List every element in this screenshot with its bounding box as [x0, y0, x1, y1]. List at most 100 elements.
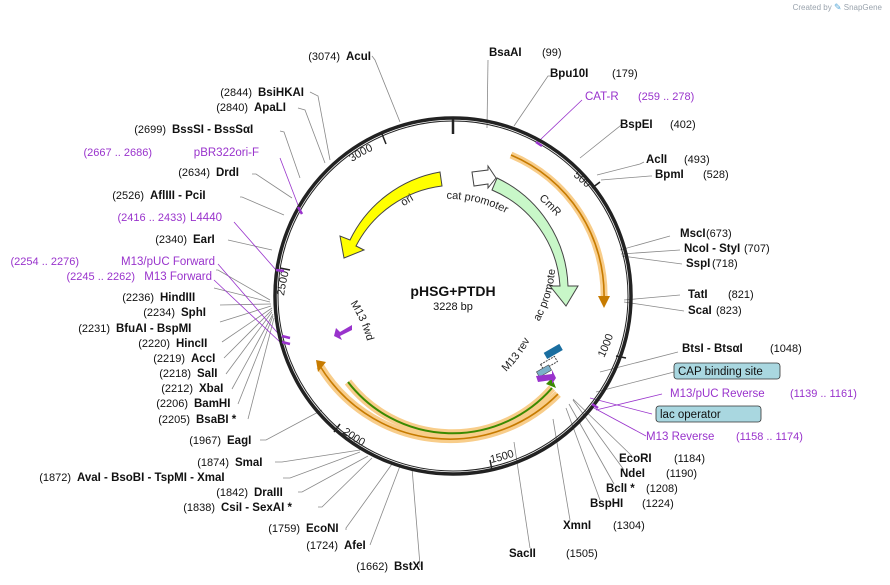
box-leader-lines [595, 371, 675, 393]
site-enzyme-name: HincII [176, 338, 207, 350]
primer-range: (2254 .. 2276) [11, 256, 80, 268]
orf-outer-arc [316, 363, 561, 444]
site-label: (1967)EagI [189, 435, 251, 447]
site-enzyme-name: SmaI [235, 457, 263, 469]
site-label: (1208)BclI * [606, 483, 678, 495]
site-position: (1662) [356, 561, 388, 573]
site-position: (1048) [770, 343, 802, 355]
site-position: (821) [728, 289, 754, 301]
cap-binding-site-box: CAP binding site [673, 362, 781, 380]
site-enzyme-name: MscI [680, 228, 706, 240]
site-enzyme-name: BpmI [655, 169, 684, 181]
site-position: (2634) [178, 167, 210, 179]
cap-site-glyph [543, 343, 563, 359]
site-enzyme-name: AcuI [346, 51, 371, 63]
site-position: (1304) [613, 520, 645, 532]
site-label: (1724)AfeI [306, 540, 366, 552]
site-label: (1304) XmnI [563, 520, 645, 532]
label-box [655, 405, 762, 423]
site-label: (493)AclI [646, 154, 710, 166]
primer-label: L4440(2416 .. 2433) [118, 212, 223, 224]
site-label: (1190)NdeI [620, 468, 697, 480]
orf-outer-line [319, 365, 559, 440]
lacz-arc [347, 381, 553, 435]
primer-label: M13 Forward(2245 .. 2262) [67, 271, 213, 283]
site-position: (2205) [158, 414, 190, 426]
site-position: (2206) [156, 398, 188, 410]
site-enzyme-name: DrdI [216, 167, 239, 179]
site-position: (2220) [138, 338, 170, 350]
site-label: (718)SspI [686, 258, 738, 270]
label-box [673, 362, 781, 380]
restriction-site-labels: (3074)AcuI(2844)BsiHKAI(2840)ApaLI(2699)… [39, 47, 802, 573]
site-enzyme-name: TatI [688, 289, 708, 301]
site-enzyme-name: SalI [197, 368, 217, 380]
site-position: (2219) [153, 353, 185, 365]
site-label: (2220) HincII [138, 338, 207, 350]
primer-label: M13 Reverse (1158 .. 1174) [646, 431, 803, 443]
site-enzyme-name: ScaI [688, 305, 712, 317]
primer-label: pBR322ori-F(2667 .. 2686) [84, 147, 260, 159]
snapgene-logo-icon: ✎ [833, 2, 842, 12]
tick-label-1000: 1000 [596, 332, 616, 359]
site-position: (528) [703, 169, 729, 181]
primer-name: M13 Reverse [646, 431, 714, 443]
site-position: (2212) [161, 383, 193, 395]
site-enzyme-name: XmnI [563, 520, 591, 532]
site-enzyme-name: AvaI - BsoBI - TspMI - XmaI [77, 472, 225, 484]
plasmid-name: pHSG+PTDH [410, 283, 495, 299]
site-label: (2844)BsiHKAI [220, 87, 304, 99]
site-label: (707)NcoI - StyI [684, 243, 770, 255]
site-position: (402) [670, 119, 696, 131]
orf-outer-arrowhead [316, 360, 326, 372]
primer-ticks [275, 140, 599, 410]
site-position: (2234) [143, 307, 175, 319]
site-label: (1662)BstXI [356, 561, 423, 573]
site-enzyme-name: AfeI [344, 540, 366, 552]
site-label: (2236)HindIII [122, 292, 195, 304]
site-label: (2634) DrdI [178, 167, 239, 179]
site-position: (1208) [646, 483, 678, 495]
site-position: (3074) [308, 51, 340, 63]
lac-operator-glyph [536, 364, 552, 378]
site-position: (1224) [642, 498, 674, 510]
site-label: (99) BsaAI [489, 47, 562, 59]
primer-label: M13/pUC Forward(2254 .. 2276) [11, 256, 216, 268]
site-position: (1190) [666, 468, 697, 480]
site-enzyme-name: BsaAI [489, 47, 522, 59]
site-enzyme-name: BsaBI * [196, 414, 237, 426]
site-position: (2340) [155, 234, 187, 246]
site-enzyme-name: BspEI [620, 119, 653, 131]
ori-feature-arrow [339, 171, 443, 259]
site-label: (1759)EcoNI [268, 523, 338, 535]
m13-fwd-label: M13 fwd [348, 299, 376, 342]
site-position: (179) [612, 68, 638, 80]
primer-label: M13/pUC Reverse (1139 .. 1161) [670, 388, 857, 400]
site-position: (99) [542, 47, 562, 59]
lac-promoter-glyph [539, 355, 559, 371]
site-enzyme-name: SacII [509, 548, 536, 560]
primer-name: M13/pUC Reverse [670, 388, 765, 400]
site-position: (2844) [220, 87, 252, 99]
site-enzyme-name: ApaLI [254, 102, 286, 114]
m13-rev-arrow [536, 370, 556, 384]
primer-name: L4440 [190, 212, 222, 224]
snapgene-name: SnapGene [843, 3, 882, 12]
site-label: (1874)SmaI [197, 457, 262, 469]
primer-range: (1139 .. 1161) [790, 388, 857, 400]
cat-promoter-arrow [471, 164, 497, 190]
site-position: (2218) [159, 368, 191, 380]
site-position: (673) [706, 228, 732, 240]
site-label: (2231)BfuAI - BspMI [78, 323, 191, 335]
site-position: (2699) [134, 124, 166, 136]
site-label: (1184)EcoRI [619, 453, 705, 465]
primer-labels: CAT-R(259 .. 278)pBR322ori-F(2667 .. 268… [11, 91, 857, 443]
primer-range: (1158 .. 1174) [736, 431, 803, 443]
boxed-label-text: CAP binding site [678, 366, 763, 378]
site-enzyme-name: BamHI [194, 398, 230, 410]
site-label: (821) TatI [688, 289, 754, 301]
site-label: (1048)BtsI - BtsαI [682, 343, 802, 355]
site-label: (2234)SphI [143, 307, 206, 319]
site-position: (1184) [674, 453, 705, 465]
